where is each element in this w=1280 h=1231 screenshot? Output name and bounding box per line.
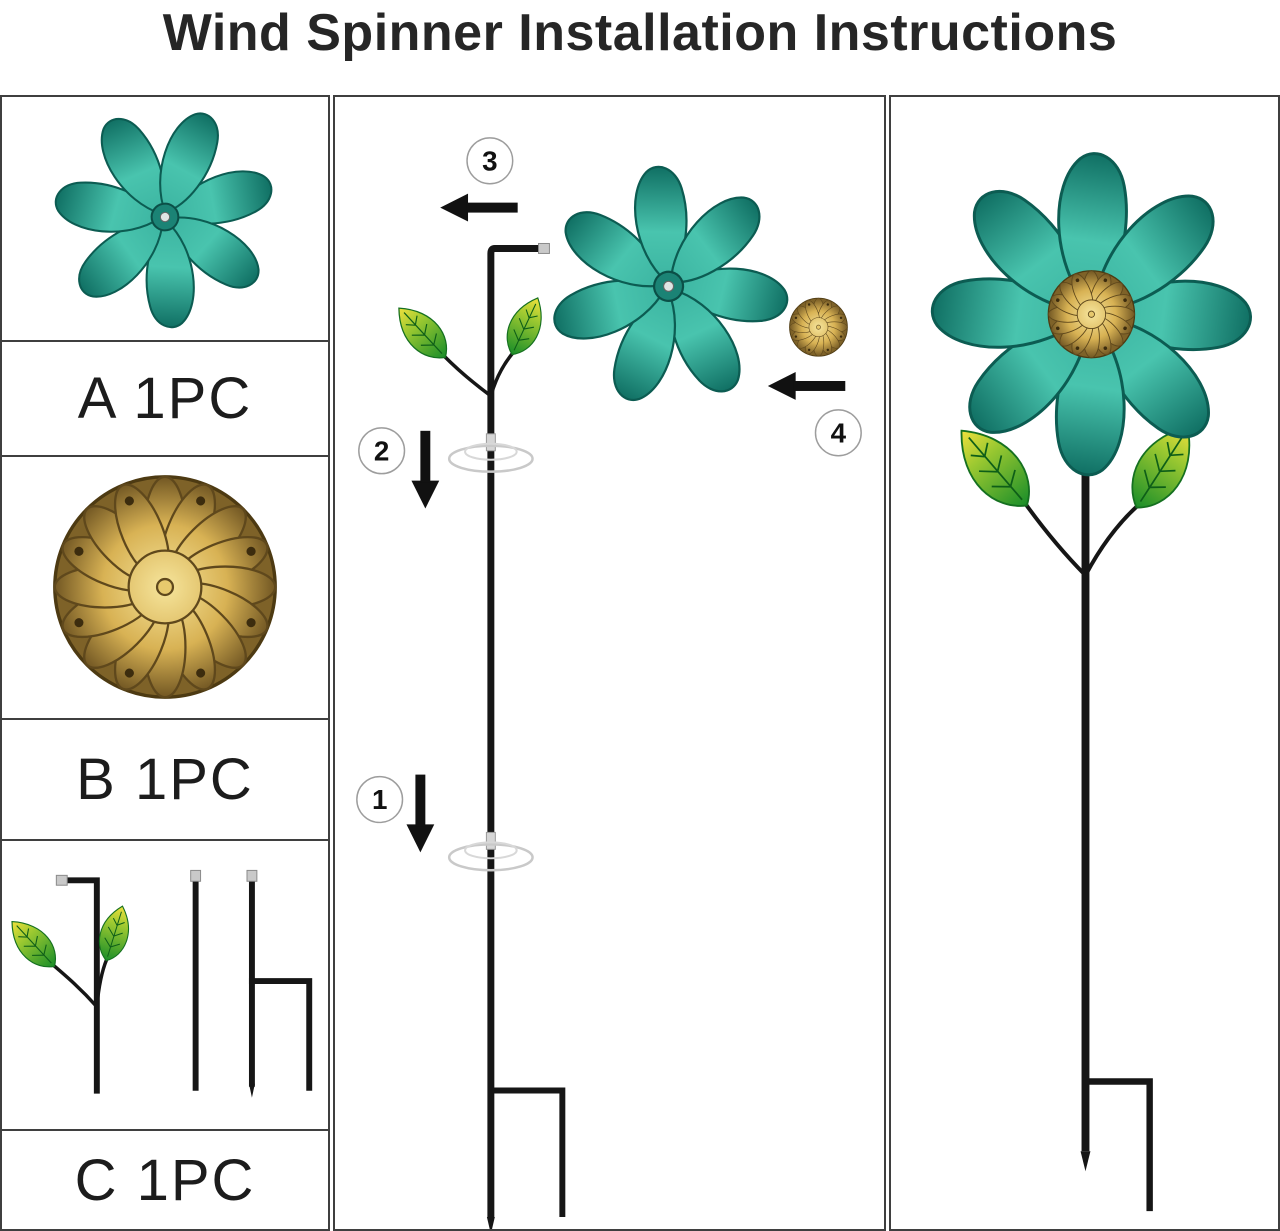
pole-joint-tip xyxy=(485,433,496,452)
part-b-label-box: B 1PC xyxy=(0,718,330,841)
step-3-number: 3 xyxy=(482,145,497,176)
joint-swirl xyxy=(464,841,518,860)
stake-point xyxy=(486,1217,495,1229)
assembly-diagram-panel: 3 2 1 4 xyxy=(333,95,886,1231)
rod-silver-tip xyxy=(246,869,258,882)
center-pole-graphic xyxy=(487,244,545,1218)
bronze-flower-medallion-icon xyxy=(789,297,848,357)
step-4-number: 4 xyxy=(831,417,847,448)
page-title: Wind Spinner Installation Instructions xyxy=(162,4,1118,62)
pole-joint-tip xyxy=(485,831,496,850)
axle-silver-tip xyxy=(538,242,550,254)
down-arrow-icon xyxy=(406,774,435,853)
part-c-label: C 1PC xyxy=(74,1147,256,1213)
layout-grid: A 1PC B 1PC xyxy=(0,95,1280,1231)
step-3-badge xyxy=(466,137,514,185)
left-arrow-icon xyxy=(440,193,518,222)
step-1-badge xyxy=(356,775,404,824)
parts-list: A 1PC B 1PC xyxy=(0,95,330,1231)
step-4-badge xyxy=(814,409,862,457)
part-c-label-box: C 1PC xyxy=(0,1129,330,1231)
ground-stake-foot-bar xyxy=(490,1087,566,1218)
part-a-image-box xyxy=(0,95,330,342)
down-arrow-icon xyxy=(411,430,440,509)
rod-silver-tip xyxy=(55,874,68,886)
joint-swirl xyxy=(447,843,534,872)
bronze-flower-medallion-icon xyxy=(1047,270,1136,359)
part-b-image-box xyxy=(0,455,330,720)
ground-stake-foot-bar xyxy=(1085,1078,1153,1212)
part-b-label: B 1PC xyxy=(76,747,254,812)
joint-swirl xyxy=(464,442,518,461)
ground-stake-foot-bar xyxy=(248,978,313,1091)
step-1-number: 1 xyxy=(372,784,387,815)
stake-rods-and-leaves-icon xyxy=(2,869,313,1098)
bronze-flower-medallion-icon xyxy=(53,475,277,699)
teal-pinwheel-flower-icon xyxy=(2,95,328,342)
joint-swirl xyxy=(447,444,534,473)
left-arrow-icon xyxy=(767,372,846,400)
step-2-number: 2 xyxy=(374,435,389,466)
assembled-wind-spinner-icon xyxy=(891,97,1278,1212)
stake-point xyxy=(1080,1151,1091,1172)
leaf-icon xyxy=(497,291,553,362)
teal-pinwheel-flower-icon xyxy=(520,140,813,435)
l-shaped-rod xyxy=(60,877,100,1094)
assembly-diagram: 3 2 1 4 xyxy=(356,137,862,1229)
step-2-badge xyxy=(358,427,406,475)
finished-product-panel xyxy=(889,95,1280,1231)
part-a-label: A 1PC xyxy=(77,366,253,431)
part-a-label-box: A 1PC xyxy=(0,340,330,457)
stake-point xyxy=(248,1083,255,1098)
rod-silver-tip xyxy=(190,869,202,882)
part-c-image-box xyxy=(0,839,330,1131)
